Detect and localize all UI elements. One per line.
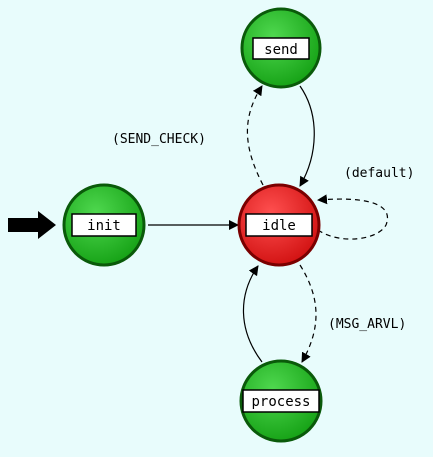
state-init[interactable]: init <box>62 183 146 267</box>
state-send[interactable]: send <box>240 7 322 89</box>
transition-label-msg-arvl: (MSG_ARVL) <box>328 317 406 332</box>
state-process[interactable]: process <box>239 359 323 443</box>
transition-label-default: (default) <box>344 166 414 181</box>
transition-label-send-check: (SEND_CHECK) <box>112 132 206 147</box>
thick-right-arrow-icon <box>8 211 56 239</box>
state-label-idle: idle <box>262 218 296 234</box>
transition-idle-self-loop[interactable] <box>317 194 389 240</box>
state-label-send: send <box>264 42 298 58</box>
transition-process-to-idle[interactable] <box>242 265 263 363</box>
state-label-init: init <box>87 218 121 234</box>
transition-idle-to-process[interactable] <box>299 264 317 363</box>
transition-send-to-idle[interactable] <box>299 85 315 187</box>
transition-idle-to-send[interactable] <box>246 85 264 186</box>
state-idle[interactable]: idle <box>237 183 321 267</box>
state-label-process: process <box>251 394 310 410</box>
